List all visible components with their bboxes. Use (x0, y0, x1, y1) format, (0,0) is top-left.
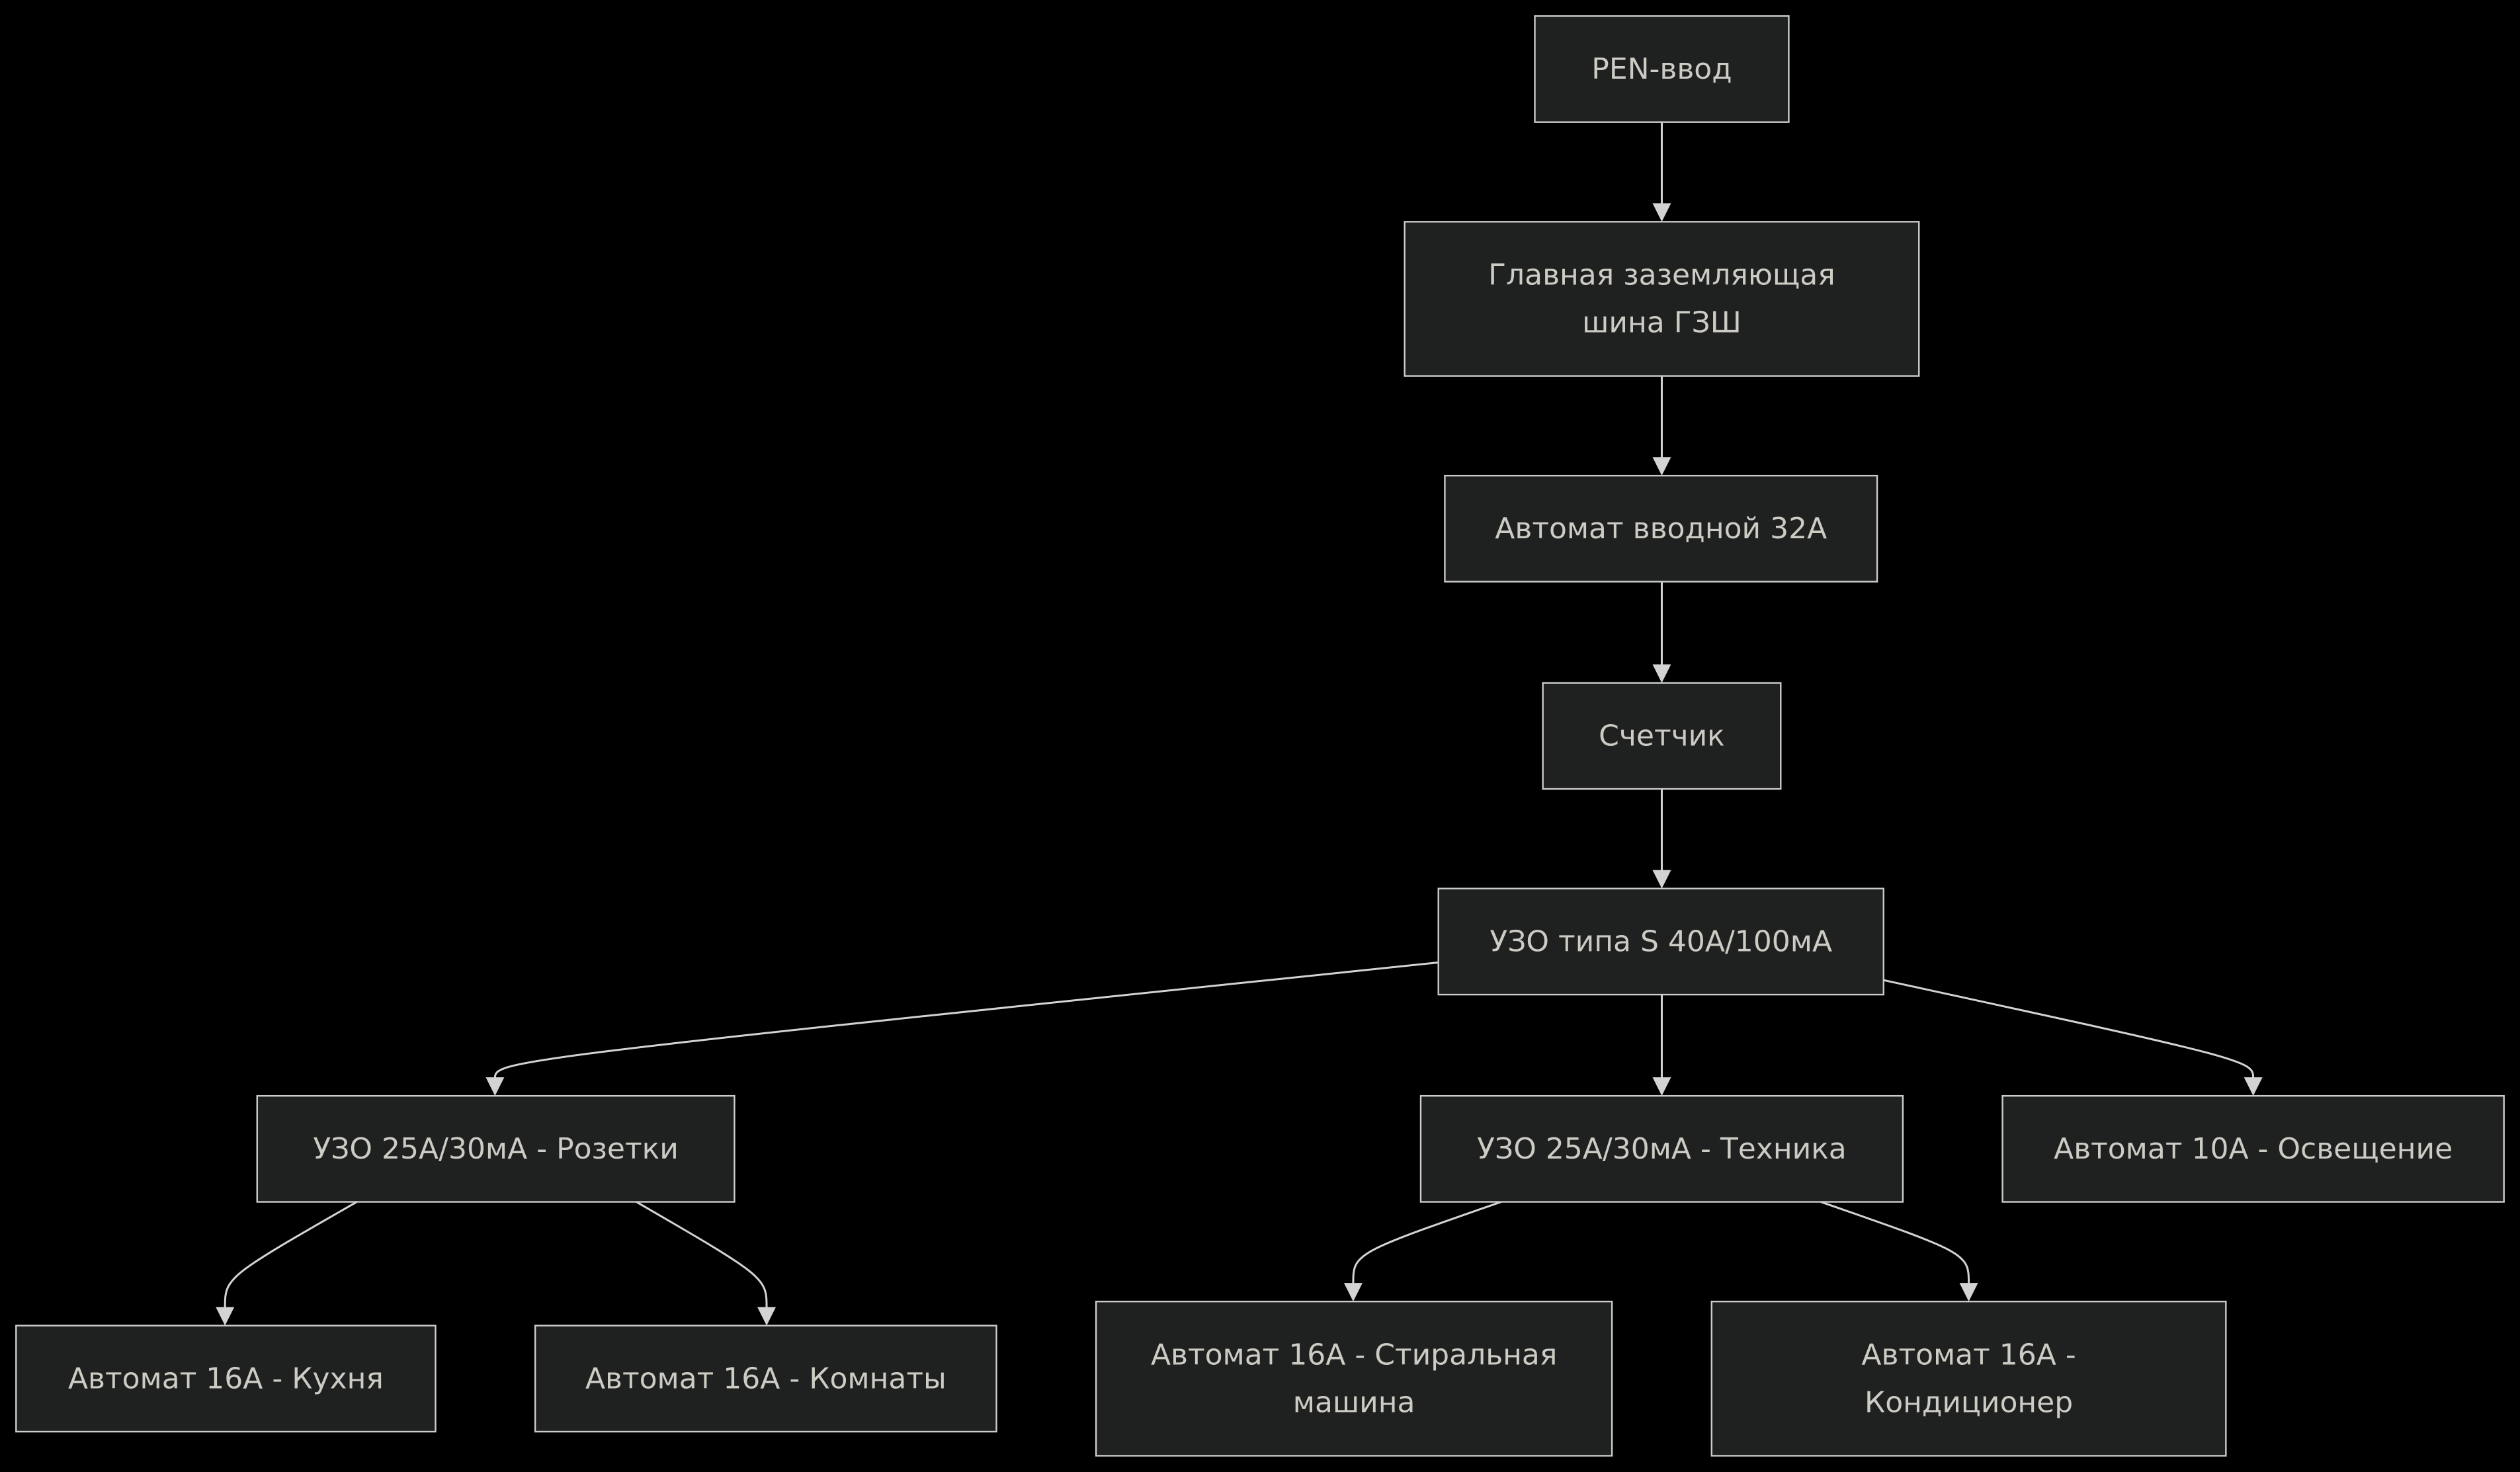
node-label-rcd-appliances: УЗО 25А/30мА - Техника (1477, 1132, 1847, 1166)
edge-rcd-appliances-to-breaker-washer (1352, 1201, 1501, 1285)
node-breaker-lighting[interactable]: Автомат 10А - Освещение (2001, 1094, 2505, 1203)
node-box-meter (1542, 682, 1782, 790)
node-box-rcd-main (1437, 887, 1884, 996)
arrowhead-gzsh (1652, 203, 1671, 222)
node-main-breaker[interactable]: Автомат вводной 32А (1444, 475, 1878, 583)
node-box-main-breaker (1444, 475, 1878, 583)
node-label-pen: PEN-ввод (1591, 52, 1732, 86)
edge-rcd-sockets-to-breaker-rooms (636, 1201, 768, 1309)
arrowhead-breaker-kitchen (216, 1307, 235, 1326)
node-box-rcd-appliances (1419, 1094, 1904, 1203)
node-label-main-breaker: Автомат вводной 32А (1495, 512, 1827, 546)
node-label-breaker-kitchen: Автомат 16А - Кухня (68, 1362, 384, 1395)
node-label-rcd-main: УЗО типа S 40А/100мА (1490, 924, 1832, 958)
node-breaker-ac[interactable]: Автомат 16А - Кондиционер (1710, 1300, 2227, 1457)
node-box-gzsh (1404, 221, 1920, 377)
node-meter[interactable]: Счетчик (1542, 682, 1782, 790)
arrowhead-main-breaker (1652, 457, 1671, 476)
node-label-breaker-ac-line-2: Кондиционер (1865, 1385, 2073, 1419)
node-label-gzsh-line-2: шина ГЗШ (1582, 306, 1742, 339)
node-label-breaker-rooms: Автомат 16А - Комнаты (585, 1362, 946, 1395)
node-breaker-kitchen[interactable]: Автомат 16А - Кухня (15, 1325, 437, 1433)
node-label-gzsh-line-1: Главная заземляющая (1488, 258, 1835, 292)
arrowhead-breaker-washer (1343, 1283, 1363, 1302)
edge-rcd-main-to-breaker-lighting (1883, 979, 2255, 1079)
node-label-breaker-ac-line-1: Автомат 16А - (1861, 1338, 2076, 1371)
node-label-breaker-washer-line-2: машина (1293, 1385, 1415, 1419)
edge-rcd-appliances-to-breaker-ac (1820, 1201, 1970, 1285)
node-rcd-main[interactable]: УЗО типа S 40А/100мА (1437, 887, 1884, 996)
node-label-breaker-lighting: Автомат 10А - Освещение (2054, 1132, 2453, 1166)
edge-rcd-main-to-rcd-sockets (493, 961, 1439, 1079)
node-gzsh[interactable]: Главная заземляющая шина ГЗШ (1404, 221, 1920, 377)
node-box-breaker-ac (1710, 1300, 2227, 1457)
node-box-breaker-lighting (2001, 1094, 2505, 1203)
arrowhead-rcd-sockets (485, 1077, 505, 1096)
edge-rcd-sockets-to-breaker-kitchen (224, 1201, 358, 1309)
node-label-rcd-sockets: УЗО 25А/30мА - Розетки (313, 1132, 678, 1166)
node-box-rcd-sockets (256, 1094, 735, 1203)
arrowhead-rcd-appliances (1652, 1077, 1671, 1096)
arrowhead-rcd-main (1652, 870, 1671, 889)
edges-layer (216, 122, 2263, 1326)
arrowhead-breaker-rooms (757, 1307, 777, 1326)
node-box-pen (1534, 15, 1790, 123)
node-rcd-appliances[interactable]: УЗО 25А/30мА - Техника (1419, 1094, 1904, 1203)
node-breaker-washer[interactable]: Автомат 16А - Стиральная машина (1095, 1300, 1613, 1457)
arrowhead-meter (1652, 664, 1671, 683)
node-box-breaker-washer (1095, 1300, 1613, 1457)
node-box-breaker-kitchen (15, 1325, 437, 1433)
node-label-meter: Счетчик (1599, 719, 1725, 753)
arrowhead-breaker-ac (1959, 1283, 1978, 1302)
node-pen[interactable]: PEN-ввод (1534, 15, 1790, 123)
node-label-breaker-washer-line-1: Автомат 16А - Стиральная (1151, 1338, 1557, 1371)
node-box-breaker-rooms (534, 1325, 997, 1433)
node-rcd-sockets[interactable]: УЗО 25А/30мА - Розетки (256, 1094, 735, 1203)
node-breaker-rooms[interactable]: Автомат 16А - Комнаты (534, 1325, 997, 1433)
arrowhead-breaker-lighting (2244, 1077, 2263, 1096)
